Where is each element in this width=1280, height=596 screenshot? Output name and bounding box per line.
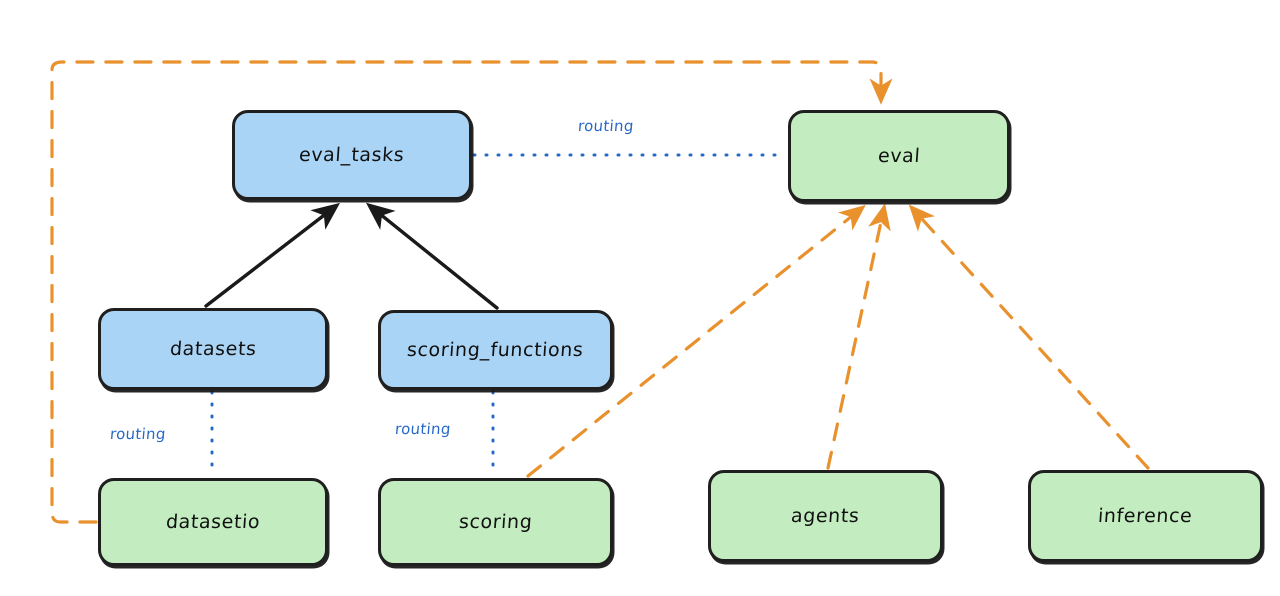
node-label-scoring: scoring: [458, 510, 533, 533]
node-agents[interactable]: agents: [708, 470, 943, 562]
node-scoring[interactable]: scoring: [378, 478, 613, 566]
node-eval-tasks[interactable]: eval_tasks: [232, 110, 472, 200]
node-label-eval: eval: [877, 144, 921, 167]
edge-agents-to-eval: [826, 203, 891, 470]
node-label-agents: agents: [790, 504, 861, 527]
edge-label-routing-eval: routing: [577, 117, 635, 135]
edge-scoring_functions-to-eval_tasks: [366, 202, 499, 310]
node-eval[interactable]: eval: [788, 110, 1010, 202]
node-label-scoring-functions: scoring_functions: [406, 338, 585, 361]
node-label-eval-tasks: eval_tasks: [298, 143, 406, 166]
node-label-datasetio: datasetio: [165, 510, 261, 533]
edge-label-routing-datasetio: routing: [109, 425, 167, 443]
edge-label-routing-scoring: routing: [394, 420, 452, 438]
node-scoring-functions[interactable]: scoring_functions: [378, 310, 613, 390]
node-label-datasets: datasets: [168, 337, 258, 360]
node-label-inference: inference: [1097, 504, 1194, 527]
node-datasetio[interactable]: datasetio: [98, 478, 328, 566]
node-inference[interactable]: inference: [1028, 470, 1263, 562]
node-datasets[interactable]: datasets: [98, 308, 328, 390]
composition-edges: [204, 202, 499, 310]
edge-inference-to-eval: [908, 204, 1150, 470]
edge-datasets-to-eval_tasks: [204, 202, 341, 308]
